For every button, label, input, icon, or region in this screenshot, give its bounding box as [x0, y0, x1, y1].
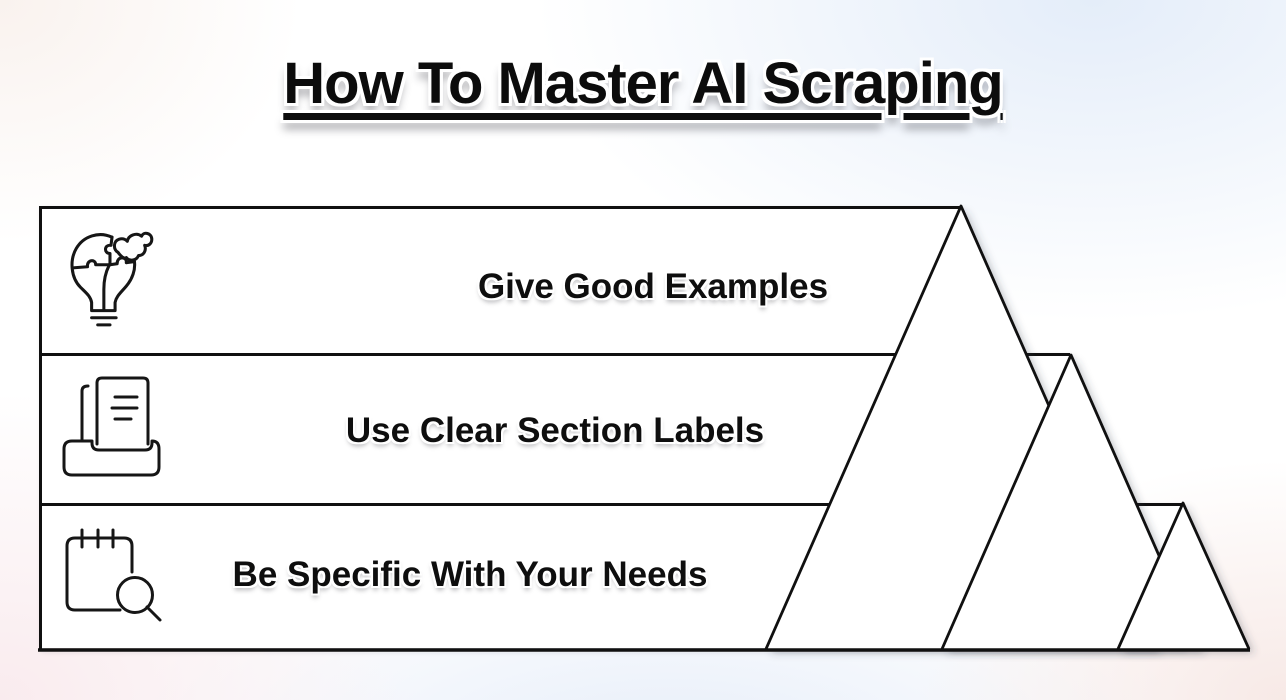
row-label-be-specific-with-your-needs: Be Specific With Your Needs	[232, 555, 708, 594]
puzzle-lightbulb-icon	[70, 231, 154, 327]
row-label-give-good-examples: Give Good Examples	[477, 267, 829, 306]
row-label-use-clear-section-labels: Use Clear Section Labels	[345, 411, 765, 450]
document-tray-icon	[62, 376, 161, 477]
page-title: How To Master AI Scraping	[283, 51, 1003, 116]
pyramid-small	[1116, 501, 1251, 650]
pyramid-medium	[940, 353, 1202, 650]
notepad-search-icon	[65, 528, 162, 622]
